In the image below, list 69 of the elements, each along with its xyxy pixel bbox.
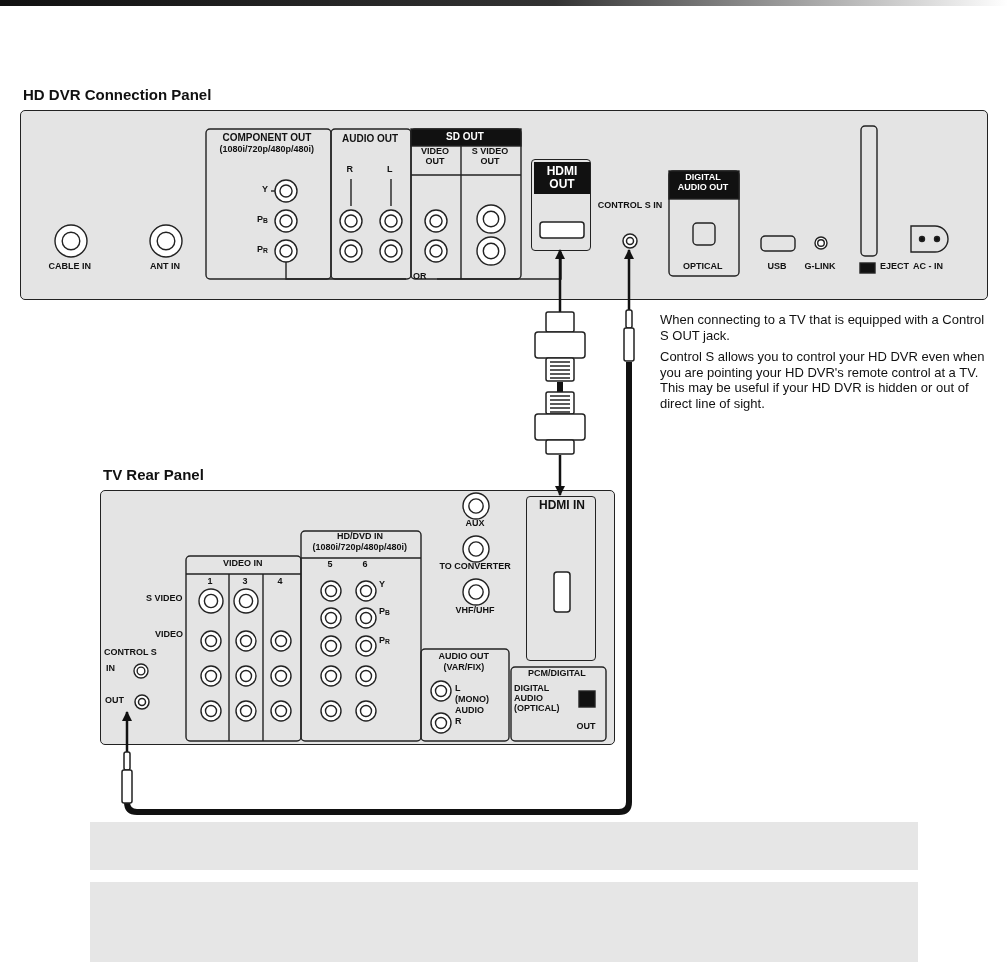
mini-plug: [623, 310, 635, 362]
port-label: (VAR/FIX): [443, 663, 485, 673]
panel-title: HD DVR Connection Panel: [23, 87, 212, 104]
port-label: PCM/DIGITAL: [528, 669, 586, 679]
port-label: DIGITAL AUDIO OUT: [676, 173, 730, 193]
port-label: 3: [242, 577, 248, 587]
hdmi-plug: [534, 312, 586, 382]
port-label: VIDEO: [155, 630, 183, 640]
port-label: COMPONENT OUT: [222, 132, 312, 143]
port-label: L: [455, 684, 461, 694]
port-label: 5: [327, 560, 333, 570]
port-label: EJECT: [880, 262, 909, 272]
port-label: ANT IN: [150, 262, 180, 272]
cable: [557, 382, 563, 392]
port-label: USB: [767, 262, 787, 272]
port-label: S VIDEO OUT: [470, 147, 510, 167]
jack-label: HDMI OUT: [534, 162, 590, 195]
port-label: IN: [106, 664, 115, 674]
port-label: G-LINK: [804, 262, 836, 272]
port-label: CONTROL S: [104, 648, 157, 658]
shaded-box: [90, 822, 918, 870]
arrow: [555, 455, 565, 496]
mini-plug: [121, 752, 133, 804]
jack-label: CONTROL S IN: [597, 201, 663, 211]
port-label: AC - IN: [913, 262, 943, 272]
hdmi-plug: [534, 392, 586, 455]
port-label: AUDIO: [455, 706, 484, 716]
port-label: (MONO): [455, 695, 489, 705]
port-label: (1080i/720p/480p/480i): [312, 543, 408, 553]
panel-title: TV Rear Panel: [103, 467, 204, 484]
control-jack: [105, 691, 151, 713]
hdmi-jack: [526, 496, 596, 661]
port-label: DIGITAL AUDIO (OPTICAL): [514, 684, 561, 714]
port-label: R: [346, 165, 353, 175]
arrow: [122, 711, 132, 752]
port-label: OPTICAL: [683, 262, 723, 272]
port-label: VHF/UHF: [455, 606, 495, 616]
port-label: VIDEO OUT: [420, 147, 450, 167]
port-label: TO CONVERTER: [439, 562, 511, 572]
port-label: CABLE IN: [48, 262, 91, 272]
port-label: HD/DVD IN: [337, 532, 383, 542]
control-jack: [597, 201, 663, 251]
port-label: Y: [379, 580, 385, 590]
port-label: S VIDEO: [146, 594, 183, 604]
note-text: When connecting to a TV that is equipped with a Control S OUT jack.: [660, 312, 985, 344]
jack-label: HDMI IN: [538, 499, 586, 513]
port-label: OUT: [576, 722, 596, 732]
port-label: 1: [207, 577, 213, 587]
port-label: Y: [262, 185, 268, 195]
shaded-box: [90, 882, 918, 962]
port-label: P$_{B}$: [379, 607, 390, 617]
port-label: VIDEO IN: [223, 559, 263, 569]
port-label: R: [455, 717, 462, 727]
hdmi-jack: [531, 159, 591, 251]
port-label: AUDIO OUT: [342, 133, 399, 144]
port-label: P$_{R}$: [257, 245, 268, 255]
port-label: 6: [362, 560, 368, 570]
port-label: (1080i/720p/480p/480i): [219, 145, 315, 155]
port-label: SD OUT: [446, 131, 484, 142]
port-label: AUX: [465, 519, 485, 529]
port-label: P$_{B}$: [257, 215, 268, 225]
arrow: [555, 249, 565, 312]
port-label: L: [387, 165, 393, 175]
port-label: P$_{R}$: [379, 636, 390, 646]
port-label: AUDIO OUT: [438, 652, 489, 662]
arrow: [624, 249, 634, 310]
port-label: 4: [277, 577, 283, 587]
note-text: Control S allows you to control your HD DVR even when you are pointing your HD DVR's remote control at a TV. This may be useful if your HD DVR is hidden or out of direct line of sight.: [660, 349, 985, 412]
jack-label: OUT: [105, 696, 124, 706]
